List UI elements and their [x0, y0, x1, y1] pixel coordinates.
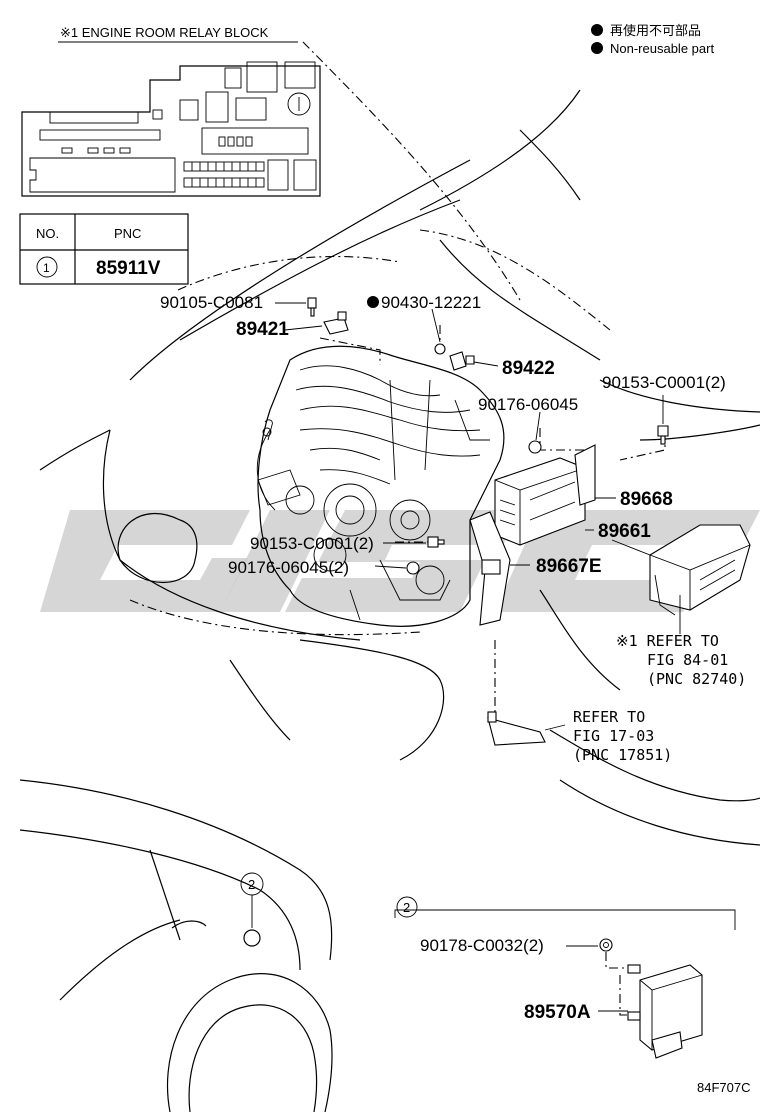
ref2-line3: (PNC 17851)	[573, 746, 672, 764]
part-90105-screw[interactable]	[307, 297, 317, 317]
engine-assembly	[256, 345, 505, 627]
non-reusable-marker-icon	[591, 24, 603, 36]
part-90178-nut[interactable]	[599, 938, 613, 952]
label-90176-06045-upper: 90176-06045	[478, 395, 578, 414]
legend-jp: 再使用不可部品	[610, 23, 701, 38]
rear-vehicle-outline	[19, 779, 333, 1112]
part-89422-sensor[interactable]	[449, 351, 475, 371]
inset-labels: 90178-C0032(2) 89570A	[420, 936, 628, 1023]
label-90176-06045-lower: 90176-06045(2)	[228, 558, 349, 577]
ref1-line1: ※1 REFER TO	[616, 632, 719, 650]
part-90430-gasket[interactable]	[434, 343, 446, 355]
dash-guides	[129, 41, 666, 720]
label-90153-c0001-upper: 90153-C0001(2)	[602, 373, 726, 392]
label-90153-c0001-lower: 90153-C0001(2)	[250, 534, 374, 553]
part-89668-bracket[interactable]	[574, 444, 596, 506]
harness-bracket	[487, 711, 546, 746]
ref1-line3: (PNC 82740)	[647, 670, 746, 688]
part-90176-nut-upper[interactable]	[528, 440, 542, 454]
inset-detail-2: 2	[394, 896, 736, 930]
relay-box-assembly	[649, 524, 751, 616]
label-89661: 89661	[598, 521, 651, 542]
part-89570a-module[interactable]	[605, 952, 703, 1059]
legend-en: Non-reusable part	[610, 41, 714, 56]
non-reusable-marker-icon	[367, 296, 379, 308]
pnc-table-pnc-header: PNC	[114, 226, 141, 241]
legend: 再使用不可部品 Non-reusable part	[591, 23, 714, 56]
label-90178-c0032: 90178-C0032(2)	[420, 936, 544, 955]
reference-notes: ※1 REFER TO FIG 84-01 (PNC 82740) REFER …	[573, 632, 746, 764]
part-90176-nut-lower[interactable]	[406, 561, 420, 575]
part-90153-screw-lower[interactable]	[427, 536, 445, 548]
svg-text:2: 2	[403, 900, 410, 915]
part-labels: 90105-C0081 89421 90430-12221 89422 9015…	[160, 293, 726, 577]
vehicle-body-outline	[39, 89, 760, 846]
pnc-table-row-pnc: 85911V	[96, 258, 161, 279]
label-89667e: 89667E	[536, 556, 602, 577]
relay-block-title: ※1 ENGINE ROOM RELAY BLOCK	[60, 25, 269, 40]
pnc-table: NO. PNC 1 85911V	[19, 213, 189, 285]
fuse-row	[183, 161, 265, 188]
label-89421: 89421	[236, 319, 289, 340]
pnc-table-no-header: NO.	[36, 226, 59, 241]
callout-2-vehicle: 2	[240, 872, 264, 928]
label-89570a: 89570A	[524, 1002, 591, 1023]
leader-lines	[275, 302, 681, 731]
part-89421-sensor[interactable]	[323, 311, 349, 335]
label-90105-c0081: 90105-C0081	[160, 293, 263, 312]
label-89668: 89668	[620, 489, 673, 510]
figure-code: 84F707C	[697, 1080, 750, 1095]
ref2-line1: REFER TO	[573, 708, 645, 726]
label-89422: 89422	[502, 358, 555, 379]
ref2-line2: FIG 17-03	[573, 727, 654, 745]
non-reusable-marker-icon	[591, 42, 603, 54]
relay-block: ※1 ENGINE ROOM RELAY BLOCK	[21, 25, 321, 197]
svg-text:2: 2	[248, 877, 255, 892]
part-89667e-bracket[interactable]	[469, 511, 511, 626]
pnc-table-row-no: 1	[43, 261, 50, 275]
label-90430-12221: 90430-12221	[381, 293, 481, 312]
part-90153-screw-upper[interactable]	[657, 425, 669, 445]
ref1-line2: FIG 84-01	[647, 651, 728, 669]
